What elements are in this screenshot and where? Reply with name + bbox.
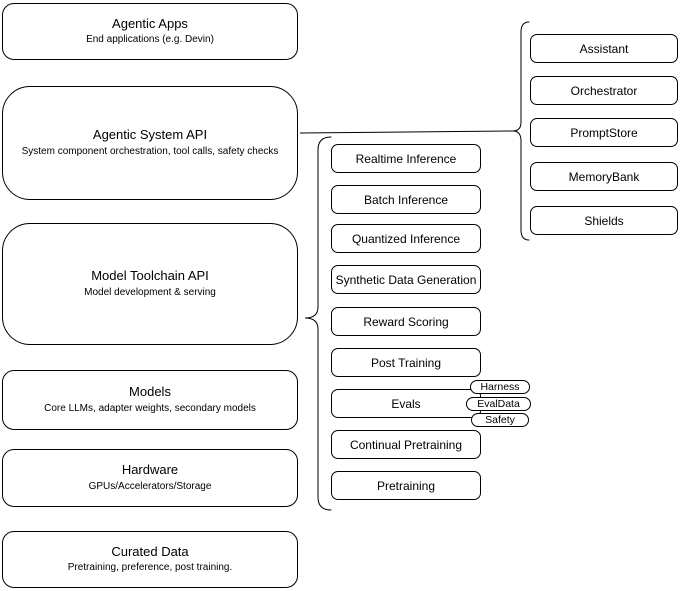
right-curly-brace [512,21,530,241]
node-shields: Shields [530,206,678,235]
box-subtitle: End applications (e.g. Devin) [86,34,214,46]
node-pretraining: Pretraining [331,471,481,500]
node-quantized-inference: Quantized Inference [331,224,481,253]
box-model-toolchain-api: Model Toolchain API Model development & … [2,223,298,345]
box-curated-data: Curated Data Pretraining, preference, po… [2,531,298,588]
node-post-training: Post Training [331,348,481,377]
node-label: Orchestrator [570,83,638,98]
node-label: Batch Inference [363,192,449,207]
pill-label: Safety [485,413,515,426]
box-subtitle: GPUs/Accelerators/Storage [88,480,212,492]
node-label: Evals [391,396,421,411]
middle-curly-brace [304,136,332,511]
box-title: Hardware [121,462,179,478]
box-subtitle: Core LLMs, adapter weights, secondary mo… [44,402,256,414]
pill-harness: Harness [470,380,530,394]
box-title: Agentic System API [92,127,208,143]
node-label: Shields [584,213,624,228]
node-synthetic-data-generation: Synthetic Data Generation [331,265,481,294]
node-label: Realtime Inference [355,151,457,166]
pill-label: Harness [480,380,520,393]
node-label: Synthetic Data Generation [335,272,477,287]
box-title: Model Toolchain API [91,268,209,284]
node-label: Continual Pretraining [349,437,463,452]
node-label: Reward Scoring [363,314,449,329]
node-orchestrator: Orchestrator [530,76,678,105]
node-evals: Evals [331,389,481,418]
node-memorybank: MemoryBank [530,162,678,191]
node-batch-inference: Batch Inference [331,185,481,214]
node-label: Quantized Inference [351,231,461,246]
node-assistant: Assistant [530,34,678,63]
node-label: Assistant [579,41,629,56]
node-label: MemoryBank [568,169,640,184]
node-label: PromptStore [570,125,638,140]
box-subtitle: System component orchestration, tool cal… [21,145,279,157]
node-continual-pretraining: Continual Pretraining [331,430,481,459]
box-title: Agentic Apps [112,15,188,31]
node-realtime-inference: Realtime Inference [331,144,481,173]
node-label: Pretraining [376,478,436,493]
box-models: Models Core LLMs, adapter weights, secon… [2,370,298,430]
box-subtitle: Pretraining, preference, post training. [67,562,233,574]
box-hardware: Hardware GPUs/Accelerators/Storage [2,449,298,507]
pill-safety: Safety [471,413,529,427]
pill-label: EvalData [477,397,520,410]
node-label: Post Training [370,355,442,370]
connector-line [299,130,514,134]
box-title: Curated Data [111,543,189,559]
node-promptstore: PromptStore [530,118,678,147]
node-reward-scoring: Reward Scoring [331,307,481,336]
box-agentic-system-api: Agentic System API System component orch… [2,86,298,200]
box-title: Models [129,384,171,400]
box-agentic-apps: Agentic Apps End applications (e.g. Devi… [2,3,298,60]
box-subtitle: Model development & serving [84,286,216,298]
pill-evaldata: EvalData [466,397,531,411]
